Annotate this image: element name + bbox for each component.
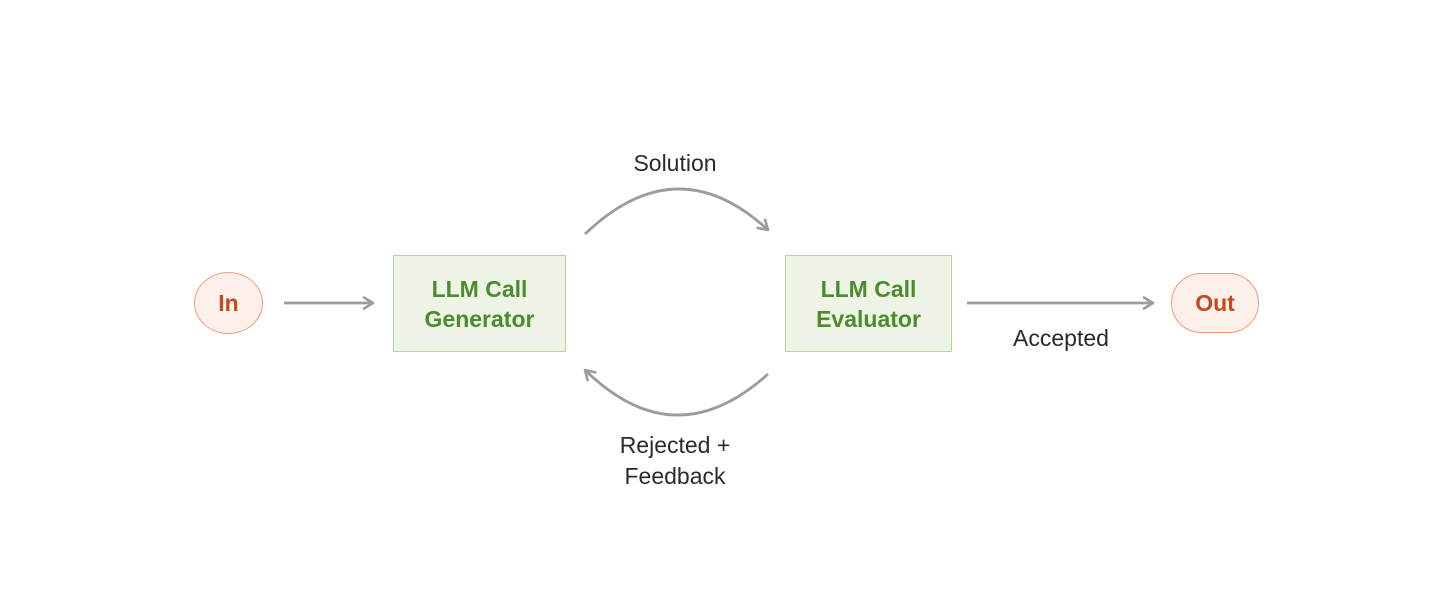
input-node: In xyxy=(194,272,263,334)
evaluator-to-generator-arrow xyxy=(583,368,769,417)
solution-edge-label: Solution xyxy=(633,150,717,176)
generator-to-evaluator-arrow xyxy=(584,187,770,236)
rejected-feedback-edge-label: Rejected + Feedback xyxy=(619,432,731,489)
accepted-edge-label: Accepted xyxy=(1013,325,1109,351)
output-node: Out xyxy=(1171,273,1259,333)
generator-node: LLM Call Generator xyxy=(393,255,566,352)
evaluator-node: LLM Call Evaluator xyxy=(785,255,952,352)
